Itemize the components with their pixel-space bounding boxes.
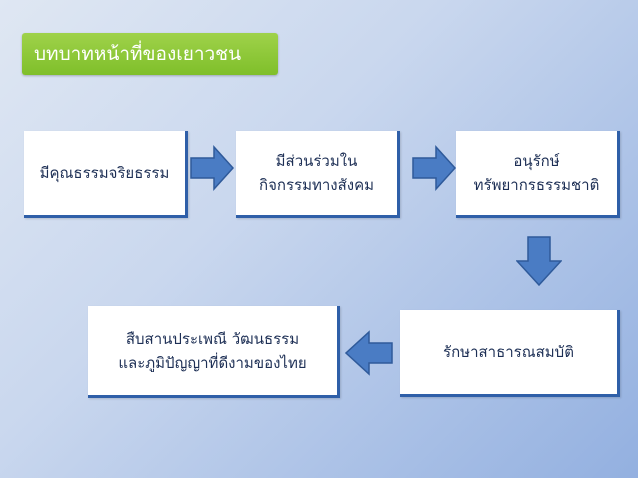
right-arrow-icon	[190, 145, 234, 191]
box-label-line: มีคุณธรรมจริยธรรม	[39, 164, 170, 182]
box-label-line: มีส่วนร่วมใน	[275, 152, 358, 170]
box-label-line: กิจกรรมทางสังคม	[259, 176, 374, 194]
flow-box-preserve-tradition: สืบสานประเพณี วัฒนธรรม และภูมิปัญญาที่ดี…	[88, 306, 340, 398]
flow-box-conserve-resources: อนุรักษ์ ทรัพยากรธรรมชาติ	[456, 131, 620, 218]
left-arrow-icon	[345, 330, 393, 376]
box-label-line: อนุรักษ์	[513, 152, 560, 170]
down-arrow-icon	[516, 236, 562, 286]
title-banner: บทบาทหน้าที่ของเยาวชน	[22, 33, 278, 75]
box-label-line: ทรัพยากรธรรมชาติ	[473, 176, 600, 194]
flow-box-social-participation: มีส่วนร่วมใน กิจกรรมทางสังคม	[236, 131, 400, 218]
box-label-line: สืบสานประเพณี วัฒนธรรม	[125, 329, 300, 348]
box-label-line: และภูมิปัญญาที่ดีงามของไทย	[118, 353, 307, 372]
box-label-line: รักษาสาธารณสมบัติ	[443, 343, 574, 361]
right-arrow-icon	[412, 145, 456, 191]
page-title: บทบาทหน้าที่ของเยาวชน	[34, 43, 242, 65]
flow-box-public-property: รักษาสาธารณสมบัติ	[400, 310, 620, 397]
flow-box-morality: มีคุณธรรมจริยธรรม	[24, 131, 188, 218]
